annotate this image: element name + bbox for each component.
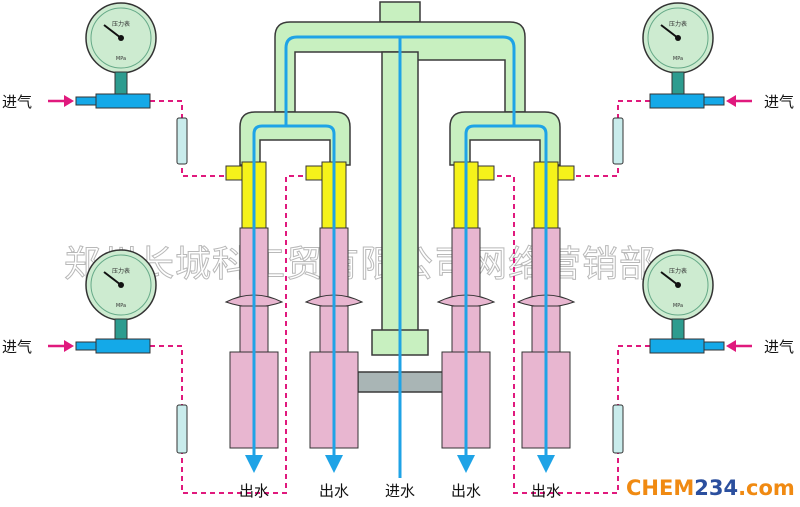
brand-number: 234 [694,476,738,500]
water-flow-lines [245,35,555,478]
pressure-gauge-icon-top-left: 压力表 MPa [75,2,157,109]
brand-dotcom: .com [738,476,795,500]
pressure-gauge-icon-bottom-right: 压力表 MPa [642,249,725,354]
inlet-gas-label-top-right: 进气 [764,93,794,111]
inlet-gas-label-bottom-left: 进气 [2,338,32,356]
inlet-gas-label-top-left: 进气 [2,93,32,111]
outlet-water-label-4: 出水 [531,482,561,500]
outlet-water-label-1: 出水 [239,482,269,500]
outlet-water-label-3: 出水 [451,482,481,500]
gauge-unit: MPa [673,56,683,62]
svg-text:CHEM234.com: CHEM234.com [626,476,795,500]
gauge-unit: MPa [116,303,126,309]
gauge-title: 压力表 [112,20,130,28]
gas-inlet-arrow-icons [48,95,752,352]
pressure-gauge-icon-top-right: 压力表 MPa [642,2,725,109]
gauge-title: 压力表 [669,20,687,28]
gauge-unit: MPa [116,56,126,62]
gauge-title: 压力表 [112,267,130,275]
gas-lines [150,100,650,494]
check-valve-icons [176,117,624,454]
gauge-title: 压力表 [669,267,687,275]
gauge-unit: MPa [673,303,683,309]
brand-chem: CHEM [626,476,694,500]
inlet-gas-label-bottom-right: 进气 [764,338,794,356]
outlet-water-label-2: 出水 [319,482,349,500]
pressure-gauge-icon-bottom-left: 压力表 MPa [75,249,157,354]
inlet-water-label: 进水 [385,482,415,500]
chem234-logo: CHEM234.com [626,476,795,500]
